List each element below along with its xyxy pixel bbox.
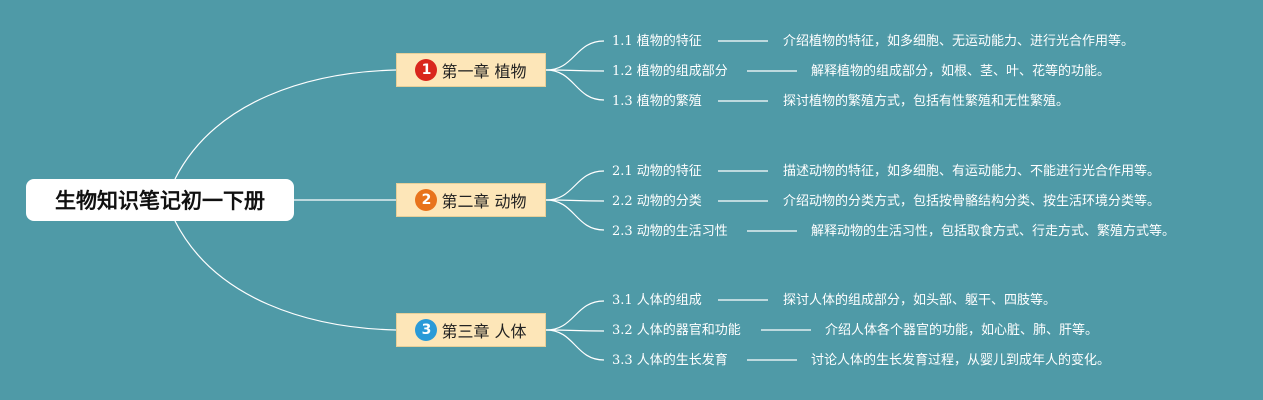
chapter-title: 第二章 动物 xyxy=(441,192,527,211)
topic-2-3[interactable]: 2.3 动物的生活习性 xyxy=(612,224,728,239)
topic-3-3-description[interactable]: 讨论人体的生长发育过程，从婴儿到成年人的变化。 xyxy=(811,353,1111,368)
number-2-badge-icon: 2 xyxy=(415,189,438,211)
chapter-title: 第一章 植物 xyxy=(441,62,527,81)
topic-2-2[interactable]: 2.2 动物的分类 xyxy=(612,194,702,209)
chapter-node-3[interactable]: 3 第三章 人体 xyxy=(396,313,546,347)
chapter-3-to-topic-1-connector xyxy=(545,300,605,331)
topic-2-1[interactable]: 2.1 动物的特征 xyxy=(612,164,702,179)
chapter-1-to-topic-1-connector xyxy=(545,40,605,71)
topic-3-3[interactable]: 3.3 人体的生长发育 xyxy=(612,353,728,368)
topic-1-1[interactable]: 1.1 植物的特征 xyxy=(612,34,702,49)
topic-1-3-description[interactable]: 探讨植物的繁殖方式，包括有性繁殖和无性繁殖。 xyxy=(783,94,1070,109)
topic-1-2-description[interactable]: 解释植物的组成部分，如根、茎、叶、花等的功能。 xyxy=(811,64,1111,79)
topic-3-1[interactable]: 3.1 人体的组成 xyxy=(612,293,702,308)
chapter-node-1[interactable]: 1 第一章 植物 xyxy=(396,53,546,87)
topic-3-2-description[interactable]: 介绍人体各个器官的功能，如心脏、肺、肝等。 xyxy=(825,323,1099,338)
number-1-badge-icon: 1 xyxy=(415,59,438,81)
chapter-3-to-topic-3-connector xyxy=(545,329,605,361)
chapter-2-to-topic-3-connector xyxy=(545,199,605,231)
topic-1-3[interactable]: 1.3 植物的繁殖 xyxy=(612,94,702,109)
topic-2-2-description[interactable]: 介绍动物的分类方式，包括按骨骼结构分类、按生活环境分类等。 xyxy=(783,194,1161,209)
topic-2-3-description[interactable]: 解释动物的生活习性，包括取食方式、行走方式、繁殖方式等。 xyxy=(811,224,1176,239)
chapter-2-to-topic-1-connector xyxy=(545,170,605,201)
topic-1-2[interactable]: 1.2 植物的组成部分 xyxy=(612,64,728,79)
chapter-title: 第三章 人体 xyxy=(441,322,527,341)
root-title: 生物知识笔记初一下册 xyxy=(55,189,265,213)
topic-3-1-description[interactable]: 探讨人体的组成部分，如头部、躯干、四肢等。 xyxy=(783,293,1057,308)
topic-3-2[interactable]: 3.2 人体的器官和功能 xyxy=(612,323,741,338)
root-to-chapter-3-connector xyxy=(174,220,397,331)
root-to-chapter-1-connector xyxy=(174,69,397,180)
topic-2-1-description[interactable]: 描述动物的特征，如多细胞、有运动能力、不能进行光合作用等。 xyxy=(783,164,1161,179)
chapter-1-to-topic-3-connector xyxy=(545,69,605,101)
chapter-node-2[interactable]: 2 第二章 动物 xyxy=(396,183,546,217)
topic-1-1-description[interactable]: 介绍植物的特征，如多细胞、无运动能力、进行光合作用等。 xyxy=(783,34,1135,49)
root-node[interactable]: 生物知识笔记初一下册 xyxy=(26,179,294,221)
number-3-badge-icon: 3 xyxy=(415,319,438,341)
